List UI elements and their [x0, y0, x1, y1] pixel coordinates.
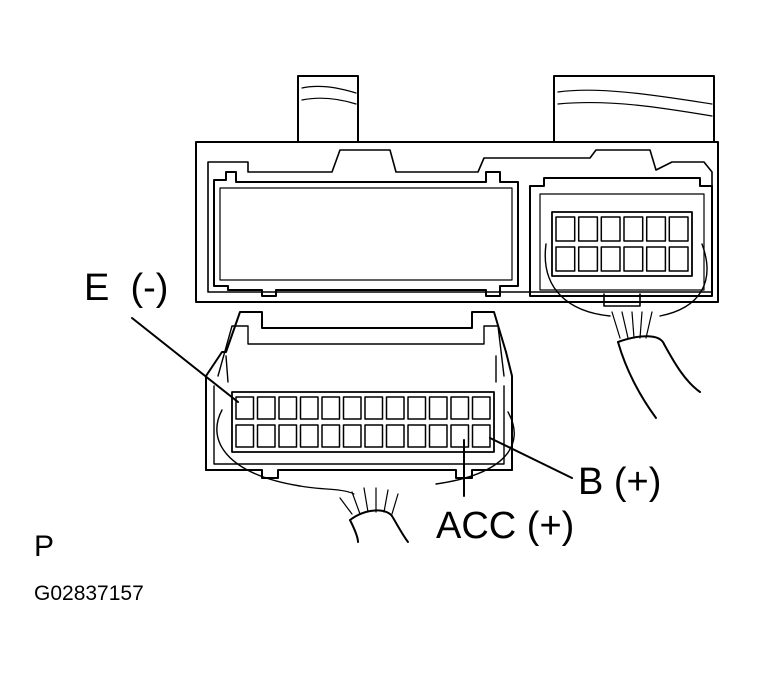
- main-terminal-cavity-r1-c9: [407, 396, 427, 420]
- upper-connector-housing: [195, 75, 719, 303]
- figure-code-label: G02837157: [34, 582, 144, 605]
- accessory-terminal-label: ACC (+): [436, 505, 574, 547]
- battery-terminal-label: B (+): [578, 461, 661, 503]
- main-terminal-cavity-r2-c5: [321, 424, 341, 448]
- upper-wire-harness: [544, 243, 708, 419]
- small-terminal-cavity-r2-c5: [645, 246, 667, 272]
- main-terminal-cavity-r2-c1: [235, 424, 255, 448]
- ground-terminal-label: E (-): [84, 267, 168, 309]
- main-terminal-cavity-r1-c11: [450, 396, 470, 420]
- main-terminal-cavity-r2-c7: [364, 424, 384, 448]
- main-terminal-block: [231, 391, 495, 453]
- small-terminal-cavity-r2-c6: [668, 246, 689, 272]
- main-terminal-cavity-r1-c10: [428, 396, 448, 420]
- main-terminal-cavity-r1-c6: [342, 396, 362, 420]
- main-terminal-cavity-r2-c3: [278, 424, 298, 448]
- main-connector-grid: [235, 396, 491, 448]
- small-terminal-cavity-r2-c1: [555, 246, 576, 272]
- lower-connector-housing: [205, 311, 513, 479]
- main-terminal-cavity-r2-c10: [428, 424, 448, 448]
- small-terminal-cavity-r2-c2: [577, 246, 599, 272]
- battery-leader-line: [489, 437, 573, 479]
- main-terminal-cavity-r2-c8: [385, 424, 405, 448]
- small-terminal-block: [551, 211, 693, 277]
- ground-leader-line: [131, 317, 239, 403]
- small-terminal-cavity-r1-c6: [668, 216, 689, 242]
- main-terminal-cavity-r1-c1: [235, 396, 255, 420]
- main-terminal-cavity-r2-c2: [256, 424, 276, 448]
- small-connector-grid: [555, 216, 689, 272]
- view-marker-label: P: [34, 530, 54, 563]
- main-terminal-cavity-r1-c3: [278, 396, 298, 420]
- main-terminal-cavity-r1-c4: [299, 396, 319, 420]
- lower-wire-harness: [216, 409, 515, 543]
- main-terminal-cavity-r2-c9: [407, 424, 427, 448]
- main-terminal-cavity-r2-c4: [299, 424, 319, 448]
- main-terminal-cavity-r1-c12: [471, 396, 491, 420]
- main-terminal-cavity-r2-c12: [471, 424, 491, 448]
- main-terminal-cavity-r2-c6: [342, 424, 362, 448]
- small-terminal-cavity-r1-c4: [623, 216, 644, 242]
- small-terminal-cavity-r1-c1: [555, 216, 576, 242]
- small-terminal-cavity-r1-c5: [645, 216, 667, 242]
- small-terminal-cavity-r2-c4: [623, 246, 644, 272]
- main-terminal-cavity-r1-c7: [364, 396, 384, 420]
- main-terminal-cavity-r1-c5: [321, 396, 341, 420]
- main-terminal-cavity-r1-c8: [385, 396, 405, 420]
- small-terminal-cavity-r1-c2: [577, 216, 599, 242]
- main-terminal-cavity-r2-c11: [450, 424, 470, 448]
- small-terminal-cavity-r2-c3: [600, 246, 621, 272]
- small-terminal-cavity-r1-c3: [600, 216, 621, 242]
- main-terminal-cavity-r1-c2: [256, 396, 276, 420]
